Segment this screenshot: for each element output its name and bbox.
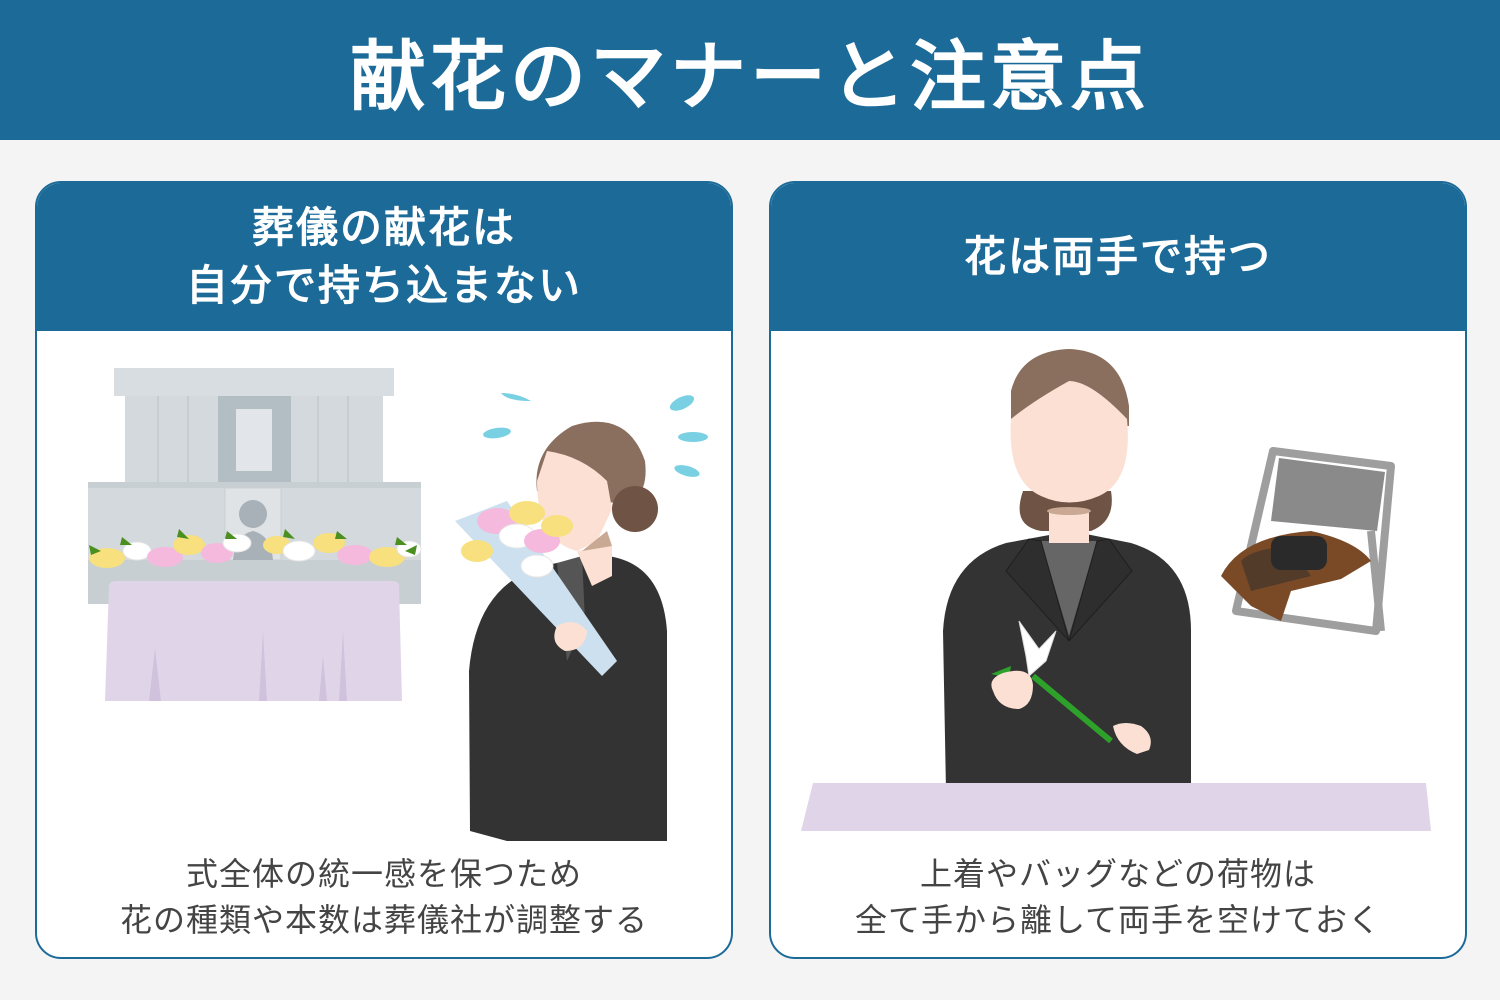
card-caption: 式全体の統一感を保つため 花の種類や本数は葬儀社が調整する: [119, 855, 648, 939]
card-bring-no-flowers: 葬儀の献花は 自分で持ち込まない: [35, 181, 733, 959]
card-header: 葬儀の献花は 自分で持ち込まない: [37, 183, 731, 331]
flower-arrangement-icon: [89, 529, 422, 568]
banner: 献花のマナーと注意点: [0, 0, 1500, 140]
altar-icon: [88, 368, 421, 604]
offering-table: [801, 783, 1431, 831]
card-header: 花は両手で持つ: [771, 183, 1465, 331]
card-body: 式全体の統一感を保つため 花の種類や本数は葬儀社が調整する: [37, 331, 731, 957]
sweat-drops-icon: [483, 393, 708, 477]
woman-holding-lily-illustration: [801, 349, 1431, 831]
funeral-altar-illustration: [88, 368, 708, 841]
coat-and-bag-icon: [1221, 531, 1371, 621]
page-title: 献花のマナーと注意点: [350, 32, 1150, 121]
card-hold-with-both-hands: 花は両手で持つ: [769, 181, 1467, 959]
woman-holding-lily-icon: [943, 349, 1191, 791]
card-body: 上着やバッグなどの荷物は 全て手から離して両手を空けておく: [771, 331, 1465, 957]
woman-with-bouquet-icon: [455, 421, 667, 841]
card-title: 葬儀の献花は 自分で持ち込まない: [185, 203, 582, 310]
altar-tablecloth: [105, 581, 402, 701]
card-caption: 上着やバッグなどの荷物は 全て手から離して両手を空けておく: [854, 855, 1382, 939]
card-title: 花は両手で持つ: [963, 232, 1272, 281]
